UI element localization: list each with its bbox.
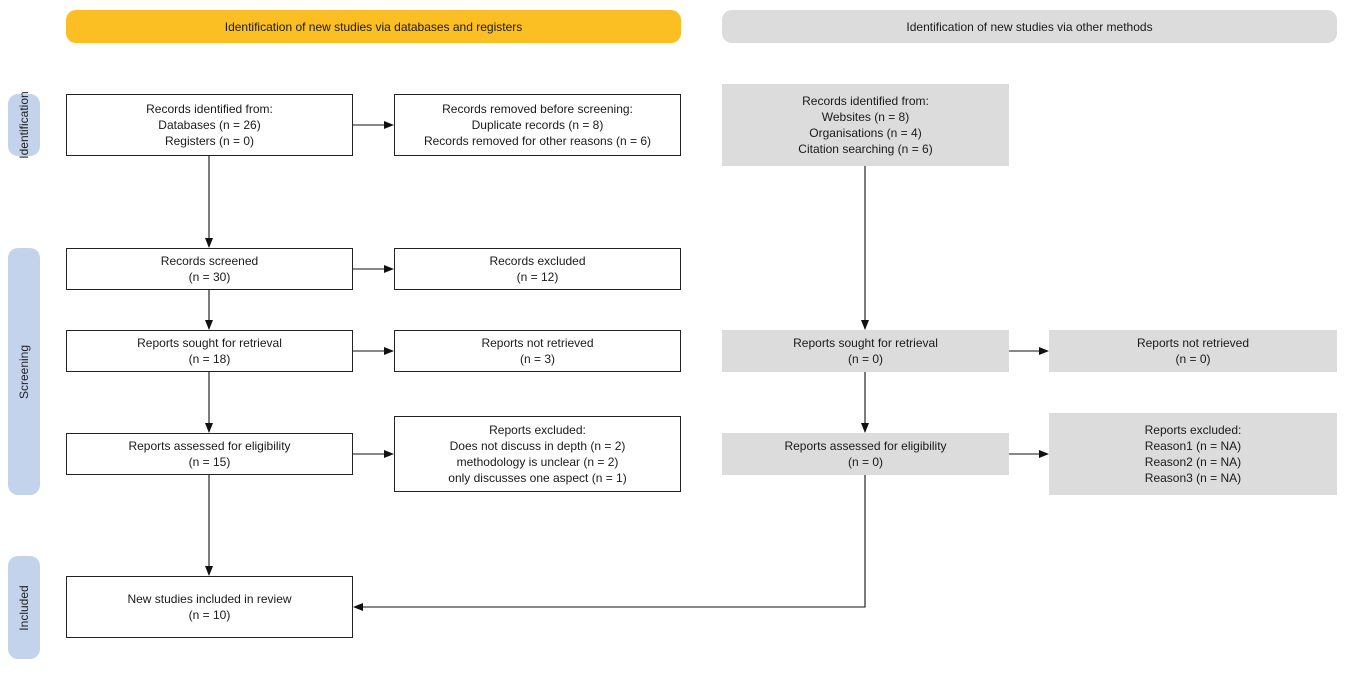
- db-reports-assessed-box: Reports assessed for eligibility (n = 15): [66, 433, 353, 475]
- other-reports-excluded-box: Reports excluded: Reason1 (n = NA) Reason2…: [1049, 413, 1337, 495]
- db-removed-line-3: Records removed for other reasons (n = 6…: [423, 134, 652, 148]
- other-assessed-line-1: Reports assessed for eligibility: [784, 439, 947, 453]
- other-excluded-line-3: Reason2 (n = NA): [1144, 455, 1242, 469]
- databases-header-label: Identification of new studies via databa…: [224, 19, 523, 34]
- other-identified-line-2: Websites (n = 8): [821, 110, 910, 124]
- included-line-2: (n = 10): [188, 608, 231, 622]
- other-excluded-line-1: Reports excluded:: [1144, 423, 1242, 437]
- db-records-identified-box: Records identified from: Databases (n = 2…: [66, 94, 353, 156]
- db-excluded-line-1: Records excluded: [489, 254, 586, 268]
- db-reports-excluded-box: Reports excluded: Does not discuss in dep…: [394, 416, 681, 492]
- identification-phase-bar: Identification: [8, 91, 40, 159]
- db-assessed-line-2: (n = 15): [188, 455, 231, 469]
- db-excluded-line-2: (n = 12): [516, 270, 559, 284]
- other-records-identified-box: Records identified from: Websites (n = 8)…: [722, 84, 1009, 166]
- other-methods-header-label: Identification of new studies via other …: [906, 19, 1153, 34]
- db-not-retrieved-line-1: Reports not retrieved: [481, 336, 594, 350]
- other-identified-line-4: Citation searching (n = 6): [798, 142, 933, 156]
- db-records-screened-box: Records screened (n = 30): [66, 248, 353, 290]
- other-sought-line-2: (n = 0): [847, 352, 883, 366]
- db-reports-sought-box: Reports sought for retrieval (n = 18): [66, 330, 353, 372]
- other-excluded-line-2: Reason1 (n = NA): [1144, 439, 1242, 453]
- included-line-1: New studies included in review: [127, 592, 292, 606]
- db-identified-line-3: Registers (n = 0): [164, 134, 255, 148]
- included-phase-bar: Included: [8, 556, 40, 659]
- db-identified-line-2: Databases (n = 26): [158, 118, 261, 132]
- other-assessed-line-2: (n = 0): [847, 455, 883, 469]
- db-screened-line-2: (n = 30): [188, 270, 231, 284]
- db-reports-excluded-line-1: Reports excluded:: [489, 423, 586, 437]
- db-reports-excluded-line-4: only discusses one aspect (n = 1): [448, 471, 627, 485]
- db-not-retrieved-line-2: (n = 3): [519, 352, 555, 366]
- db-records-excluded-box: Records excluded (n = 12): [394, 248, 681, 290]
- db-sought-line-1: Reports sought for retrieval: [137, 336, 282, 350]
- db-sought-line-2: (n = 18): [188, 352, 231, 366]
- other-identified-line-1: Records identified from:: [802, 94, 929, 108]
- db-screened-line-1: Records screened: [160, 254, 259, 268]
- db-removed-line-2: Duplicate records (n = 8): [471, 118, 604, 132]
- db-records-removed-box: Records removed before screening: Duplica…: [394, 94, 681, 156]
- db-assessed-line-1: Reports assessed for eligibility: [128, 439, 291, 453]
- db-identified-line-1: Records identified from:: [146, 102, 273, 116]
- databases-header: Identification of new studies via databa…: [66, 10, 681, 43]
- arrow-other-assessed-to-included: [353, 475, 866, 611]
- included-studies-box: New studies included in review (n = 10): [66, 576, 353, 638]
- other-methods-header: Identification of new studies via other …: [722, 10, 1337, 43]
- other-reports-sought-box: Reports sought for retrieval (n = 0): [722, 330, 1009, 372]
- db-reports-not-retrieved-box: Reports not retrieved (n = 3): [394, 330, 681, 372]
- db-removed-line-1: Records removed before screening:: [442, 102, 633, 116]
- db-reports-excluded-line-2: Does not discuss in depth (n = 2): [449, 439, 626, 453]
- screening-phase-bar: Screening: [8, 248, 40, 495]
- other-reports-not-retrieved-box: Reports not retrieved (n = 0): [1049, 330, 1337, 372]
- other-not-retrieved-line-2: (n = 0): [1175, 352, 1211, 366]
- other-excluded-line-4: Reason3 (n = NA): [1144, 471, 1242, 485]
- other-not-retrieved-line-1: Reports not retrieved: [1136, 336, 1250, 350]
- db-reports-excluded-line-3: methodology is unclear (n = 2): [456, 455, 619, 469]
- other-identified-line-3: Organisations (n = 4): [809, 126, 922, 140]
- other-sought-line-1: Reports sought for retrieval: [793, 336, 938, 350]
- other-reports-assessed-box: Reports assessed for eligibility (n = 0): [722, 433, 1009, 475]
